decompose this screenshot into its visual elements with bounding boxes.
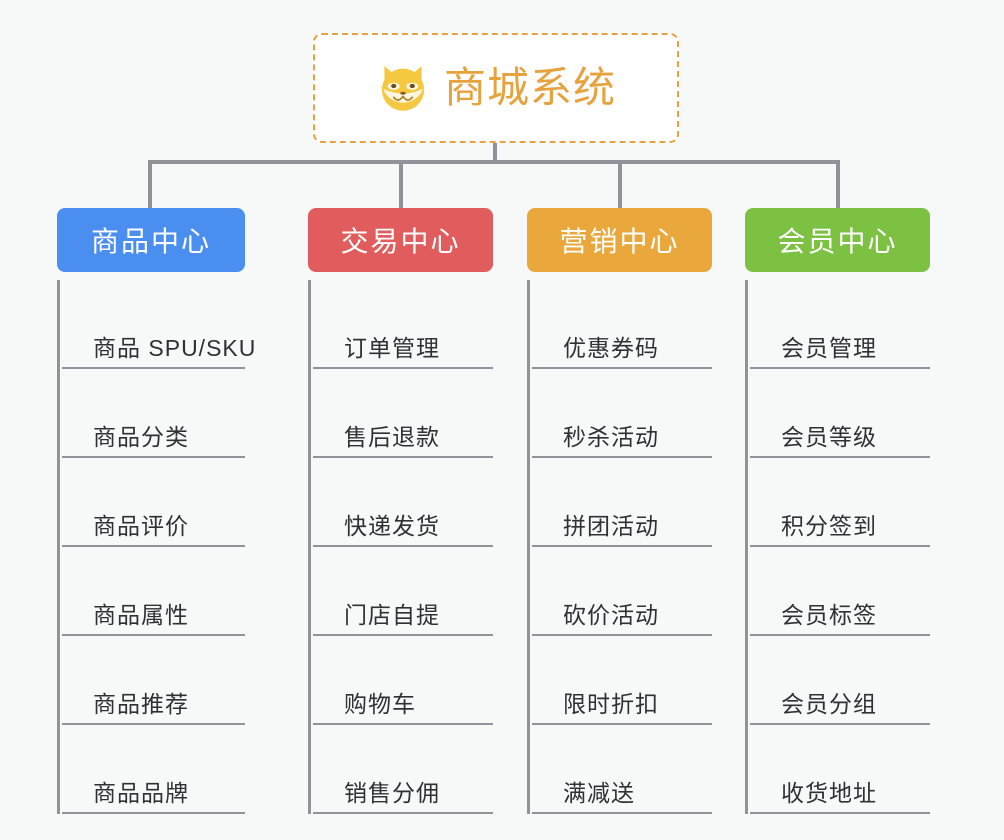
list-item[interactable]: 商品属性 [62, 547, 245, 636]
list-item[interactable]: 销售分佣 [313, 725, 493, 814]
root-title: 商城系统 [443, 64, 616, 111]
leaf-label: 会员分组 [781, 691, 877, 717]
list-item[interactable]: 会员分组 [750, 636, 930, 725]
leaf-label: 销售分佣 [344, 780, 440, 806]
list-item[interactable]: 门店自提 [313, 547, 493, 636]
list-item[interactable]: 售后退款 [313, 369, 493, 458]
leaf-label: 商品 SPU/SKU [93, 335, 257, 361]
leaf-label: 商品分类 [93, 424, 189, 450]
connector-horizontal-bus [148, 160, 840, 164]
connector-drop-1 [148, 160, 152, 208]
category-header-member-center[interactable]: 会员中心 [745, 208, 930, 272]
category-header-label: 商品中心 [90, 226, 211, 257]
category-header-marketing-center[interactable]: 营销中心 [527, 208, 712, 272]
leaf-label: 快递发货 [344, 513, 440, 539]
list-item[interactable]: 商品分类 [62, 369, 245, 458]
connector-root-stem [493, 143, 497, 162]
connector-drop-3 [618, 160, 622, 208]
connector-drop-2 [399, 160, 403, 208]
category-header-label: 营销中心 [559, 226, 680, 257]
category-header-trade-center[interactable]: 交易中心 [308, 208, 493, 272]
list-item[interactable]: 商品推荐 [62, 636, 245, 725]
root-node-mall-system[interactable]: 商城系统 [313, 33, 679, 143]
leaf-label: 会员等级 [781, 424, 877, 450]
leaf-label: 会员标签 [781, 602, 877, 628]
list-item[interactable]: 订单管理 [313, 280, 493, 369]
leaf-label: 购物车 [344, 691, 416, 717]
leaf-label: 砍价活动 [563, 602, 659, 628]
list-item[interactable]: 商品品牌 [62, 725, 245, 814]
leaf-label: 限时折扣 [563, 691, 659, 717]
list-item[interactable]: 购物车 [313, 636, 493, 725]
leaf-label: 积分签到 [781, 513, 877, 539]
leaf-label: 商品属性 [93, 602, 189, 628]
leaf-label: 优惠券码 [563, 335, 659, 361]
leaf-list-member-center: 会员管理 会员等级 积分签到 会员标签 会员分组 收货地址 [745, 280, 930, 814]
list-item[interactable]: 秒杀活动 [532, 369, 712, 458]
leaf-label: 收货地址 [781, 780, 877, 806]
leaf-label: 订单管理 [344, 335, 440, 361]
list-item[interactable]: 会员标签 [750, 547, 930, 636]
leaf-label: 商品品牌 [93, 780, 189, 806]
leaf-label: 拼团活动 [563, 513, 659, 539]
leaf-label: 售后退款 [344, 424, 440, 450]
list-item[interactable]: 限时折扣 [532, 636, 712, 725]
shiba-dog-face-icon [381, 66, 425, 113]
list-item[interactable]: 拼团活动 [532, 458, 712, 547]
list-item[interactable]: 会员等级 [750, 369, 930, 458]
list-item[interactable]: 快递发货 [313, 458, 493, 547]
leaf-list-product-center: 商品 SPU/SKU 商品分类 商品评价 商品属性 商品推荐 商品品牌 [57, 280, 255, 814]
list-item[interactable]: 会员管理 [750, 280, 930, 369]
list-item[interactable]: 商品评价 [62, 458, 245, 547]
list-item[interactable]: 优惠券码 [532, 280, 712, 369]
leaf-list-marketing-center: 优惠券码 秒杀活动 拼团活动 砍价活动 限时折扣 满减送 [527, 280, 712, 814]
category-header-product-center[interactable]: 商品中心 [57, 208, 245, 272]
leaf-label: 满减送 [563, 780, 635, 806]
branch-column-trade-center: 交易中心 订单管理 售后退款 快递发货 门店自提 购物车 销售分佣 [308, 208, 493, 814]
leaf-label: 商品评价 [93, 513, 189, 539]
list-item[interactable]: 积分签到 [750, 458, 930, 547]
list-item[interactable]: 砍价活动 [532, 547, 712, 636]
leaf-label: 会员管理 [781, 335, 877, 361]
connector-drop-4 [836, 160, 840, 208]
list-item[interactable]: 商品 SPU/SKU [62, 280, 255, 369]
branch-column-member-center: 会员中心 会员管理 会员等级 积分签到 会员标签 会员分组 收货地址 [745, 208, 930, 814]
branch-column-product-center: 商品中心 商品 SPU/SKU 商品分类 商品评价 商品属性 商品推荐 商品品牌 [57, 208, 255, 814]
list-item[interactable]: 收货地址 [750, 725, 930, 814]
leaf-list-trade-center: 订单管理 售后退款 快递发货 门店自提 购物车 销售分佣 [308, 280, 493, 814]
list-item[interactable]: 满减送 [532, 725, 712, 814]
leaf-label: 秒杀活动 [563, 424, 659, 450]
branch-column-marketing-center: 营销中心 优惠券码 秒杀活动 拼团活动 砍价活动 限时折扣 满减送 [527, 208, 712, 814]
category-header-label: 会员中心 [777, 226, 898, 257]
leaf-label: 门店自提 [344, 602, 440, 628]
leaf-label: 商品推荐 [93, 691, 189, 717]
category-header-label: 交易中心 [340, 226, 461, 257]
